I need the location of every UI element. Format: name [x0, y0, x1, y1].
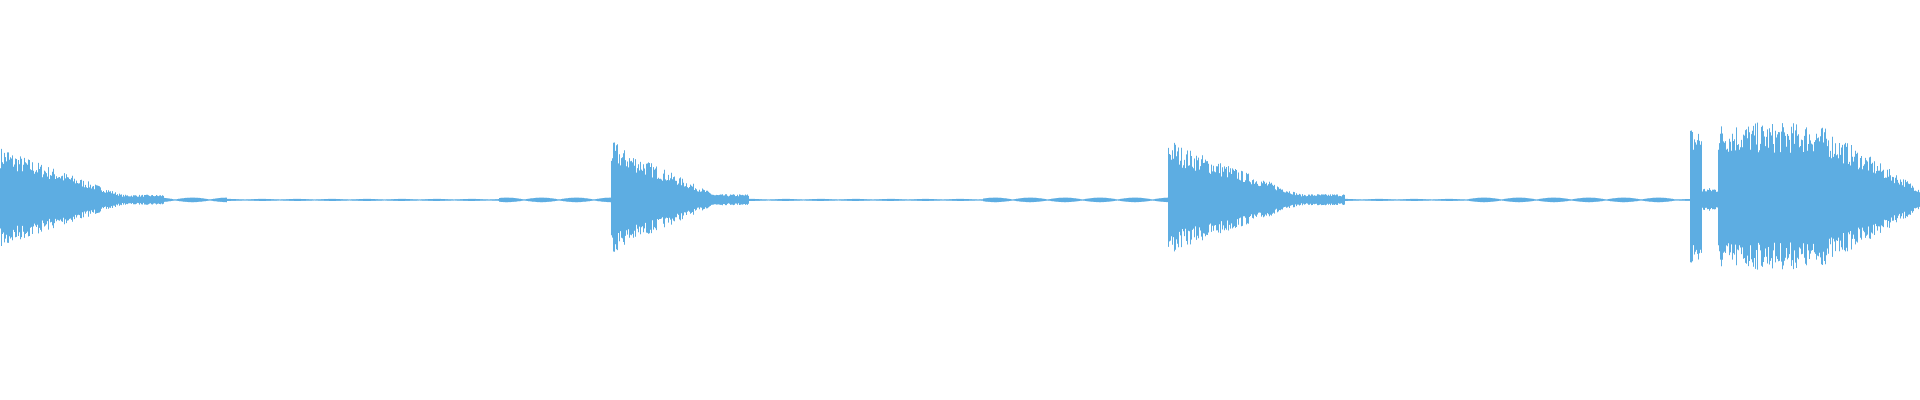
waveform-bars — [0, 122, 1920, 270]
